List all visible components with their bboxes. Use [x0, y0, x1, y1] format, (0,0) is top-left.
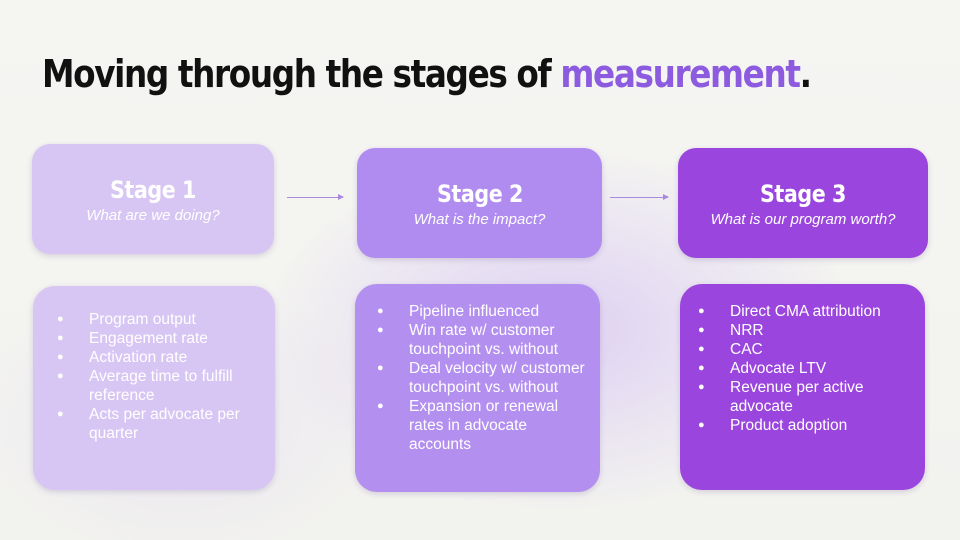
- metric-item: Activation rate: [55, 348, 261, 367]
- stage-2-subtitle: What is the impact?: [413, 210, 546, 228]
- stage-2-box: Stage 2 What is the impact?: [357, 148, 602, 258]
- metric-item: Deal velocity w/ customer touchpoint vs.…: [375, 359, 590, 397]
- arrow-right-icon: [610, 194, 669, 200]
- metrics-list: Direct CMA attributionNRRCACAdvocate LTV…: [696, 302, 915, 435]
- stage-3-title: Stage 3: [760, 179, 846, 208]
- slide-title: Moving through the stages of measurement…: [42, 52, 812, 96]
- title-text: Moving through the stages of: [42, 52, 561, 96]
- stage-2-title: Stage 2: [436, 179, 523, 208]
- arrow-right-icon: [287, 194, 344, 200]
- stage-2-metrics-card: Pipeline influencedWin rate w/ customer …: [355, 284, 600, 492]
- metric-item: Advocate LTV: [696, 359, 915, 378]
- stage-1-subtitle: What are we doing?: [86, 206, 220, 224]
- title-period: .: [799, 52, 812, 96]
- metric-item: Product adoption: [696, 416, 915, 435]
- metric-item: CAC: [696, 340, 915, 359]
- metric-item: Direct CMA attribution: [696, 302, 915, 321]
- metric-item: Win rate w/ customer touchpoint vs. with…: [375, 321, 590, 359]
- stage-3-metrics-card: Direct CMA attributionNRRCACAdvocate LTV…: [680, 284, 925, 490]
- metric-item: Acts per advocate per quarter: [55, 405, 261, 443]
- metric-item: Average time to fulfill reference: [55, 367, 261, 405]
- metrics-list: Pipeline influencedWin rate w/ customer …: [375, 302, 590, 454]
- metric-item: Revenue per active advocate: [696, 378, 915, 416]
- stage-3-subtitle: What is our program worth?: [710, 210, 896, 228]
- stage-1-title: Stage 1: [110, 175, 196, 204]
- stage-3-box: Stage 3 What is our program worth?: [678, 148, 928, 258]
- metric-item: Engagement rate: [55, 329, 261, 348]
- stage-1-metrics-card: Program outputEngagement rateActivation …: [33, 286, 275, 490]
- metric-item: Pipeline influenced: [375, 302, 590, 321]
- title-accent-word: measurement: [560, 52, 801, 96]
- metric-item: Program output: [55, 310, 261, 329]
- stage-1-box: Stage 1 What are we doing?: [32, 144, 274, 254]
- metrics-list: Program outputEngagement rateActivation …: [55, 310, 261, 443]
- metric-item: NRR: [696, 321, 915, 340]
- metric-item: Expansion or renewal rates in advocate a…: [375, 397, 590, 454]
